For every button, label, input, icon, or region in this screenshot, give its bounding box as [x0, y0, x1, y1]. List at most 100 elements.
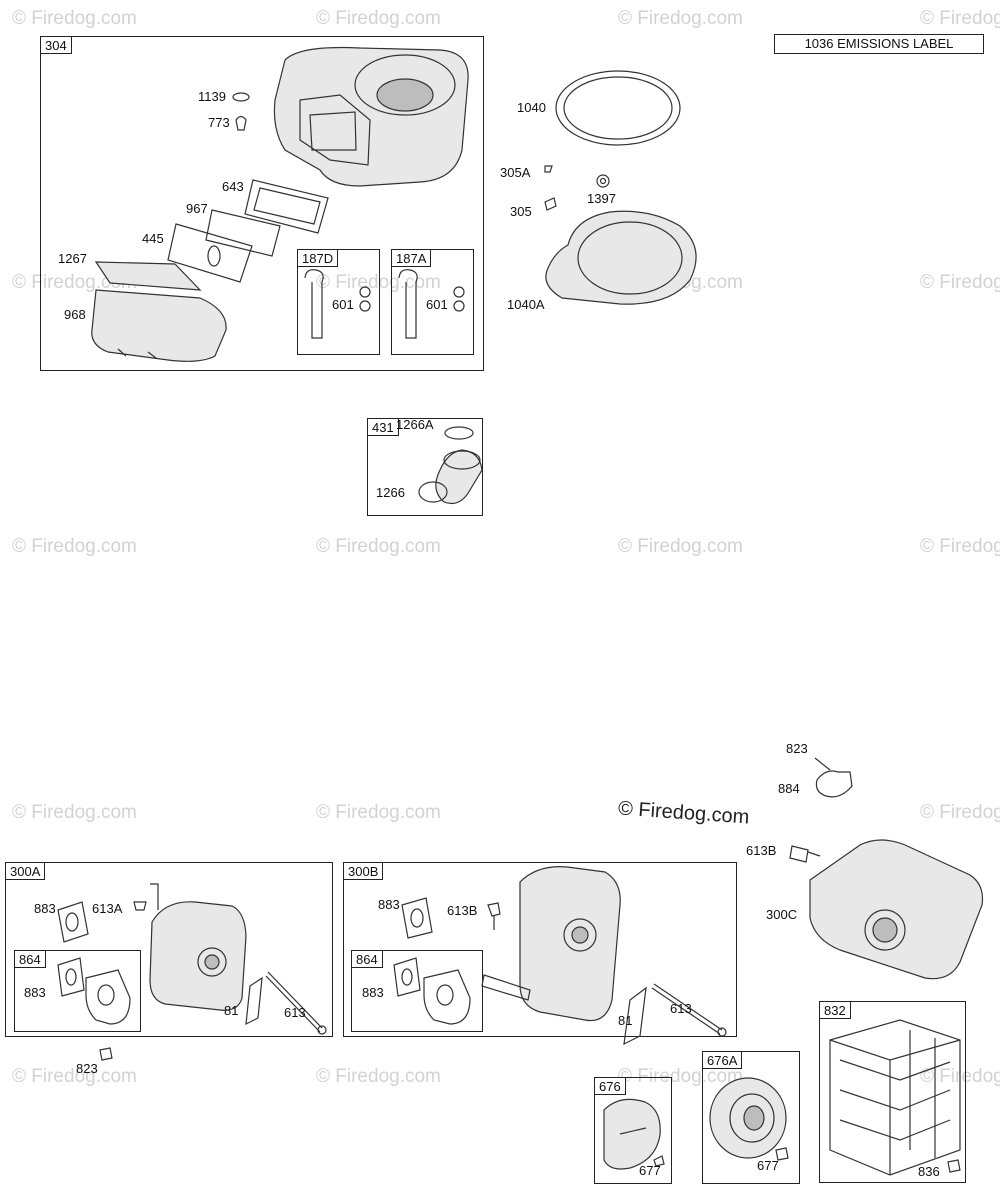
group-tag: 187D [297, 249, 339, 267]
part-677-screw-b [775, 1147, 789, 1161]
part-label: 823 [76, 1061, 98, 1076]
part-431-elbow [435, 449, 483, 505]
group-tag: 300A [5, 862, 46, 880]
part-label: 883 [24, 985, 46, 1000]
part-676A-cap [709, 1077, 787, 1159]
part-label: 81 [618, 1013, 633, 1028]
part-81-bracket-a [245, 976, 263, 1026]
group-tag: 864 [14, 950, 46, 968]
part-832-guard [829, 1019, 961, 1176]
part-label: 677 [757, 1158, 779, 1173]
group-431-box: 431 [367, 418, 483, 516]
part-label: 1397 [587, 191, 616, 206]
part-300B-muffler [481, 866, 621, 1022]
watermark: © Firedog.com [618, 536, 743, 557]
part-601-clamps-a [359, 286, 371, 312]
part-label: 883 [362, 985, 384, 1000]
group-864-box: 864 [14, 950, 141, 1032]
part-1266-gasket [418, 481, 448, 503]
group-tag: 676A [702, 1051, 743, 1069]
part-677-screw-a [653, 1155, 665, 1167]
part-label: 967 [186, 201, 208, 216]
group-tag: 187A [391, 249, 432, 267]
part-676-deflector [603, 1098, 661, 1170]
part-label: 300C [766, 907, 798, 922]
part-1397-gear [596, 174, 610, 188]
part-643-grille [244, 179, 329, 234]
watermark: © Firedog.com [920, 802, 1000, 823]
part-883-gasket-b [57, 957, 85, 997]
part-300C-muffler [809, 839, 984, 980]
watermark: © Firedog.com [618, 8, 743, 29]
group-676A-box: 676A [702, 1051, 800, 1184]
part-label: 601 [426, 297, 448, 312]
part-773-pin [235, 115, 247, 131]
part-613-bolt-b [651, 983, 727, 1037]
part-label: 445 [142, 231, 164, 246]
part-label: 823 [786, 741, 808, 756]
part-label: 883 [378, 897, 400, 912]
watermark: © Firedog.com [618, 1066, 743, 1087]
part-836-screw [947, 1159, 961, 1173]
part-884-clamp [815, 770, 853, 798]
part-864-flange-a [85, 969, 131, 1025]
group-tag: 832 [819, 1001, 851, 1019]
part-187D-tube [304, 269, 324, 339]
part-1266A-oring [444, 426, 474, 440]
part-label: 643 [222, 179, 244, 194]
group-676-box: 676 [594, 1077, 672, 1184]
part-1040-ring [555, 70, 681, 146]
part-823-bolt-b [99, 1047, 113, 1061]
part-613B-screw [487, 902, 501, 930]
part-label: 1040 [517, 100, 546, 115]
group-864-box: 864 [351, 950, 483, 1032]
part-445-screen [167, 223, 253, 283]
part-967-decal [205, 209, 281, 257]
part-label: 883 [34, 901, 56, 916]
part-label: 81 [224, 1003, 239, 1018]
part-label: 613 [284, 1005, 306, 1020]
part-label: 613A [92, 901, 123, 916]
watermark: © Firedog.com [12, 1066, 137, 1087]
part-601-clamps-b [453, 286, 465, 312]
part-label: 1139 [198, 89, 226, 104]
part-81-bracket-b [623, 986, 647, 1046]
watermark: © Firedog.com [920, 536, 1000, 557]
part-label: 1040A [507, 297, 545, 312]
part-1267-seal [94, 261, 202, 291]
watermark: © Firedog.com [12, 8, 137, 29]
part-613B-bolt [789, 845, 821, 863]
watermark: © Firedog.com [920, 272, 1000, 293]
group-300B-box: 300B [343, 862, 737, 1037]
part-label: 884 [778, 781, 800, 796]
part-305A-nut [544, 165, 553, 173]
watermark: © Firedog.com [316, 272, 441, 293]
part-label: 1267 [58, 251, 87, 266]
watermark: © Firedog.com [316, 1066, 441, 1087]
watermark: © Firedog.com [12, 802, 137, 823]
part-883-gasket-a [57, 901, 89, 943]
part-305-screw [544, 197, 557, 211]
group-tag: 864 [351, 950, 383, 968]
part-label: 613 [670, 1001, 692, 1016]
part-968-cover [91, 289, 227, 362]
group-tag: 431 [367, 418, 399, 436]
watermark: © Firedog.com [920, 8, 1000, 29]
group-187A-box: 187A [391, 249, 474, 355]
part-883-gasket-d [393, 957, 421, 997]
part-label: 773 [208, 115, 230, 130]
part-label: 968 [64, 307, 86, 322]
part-label: 1266 [376, 485, 405, 500]
watermark: © Firedog.com [316, 8, 441, 29]
part-883-gasket-c [401, 897, 433, 939]
part-300A-muffler [149, 883, 247, 1011]
part-613A-screw [133, 901, 147, 911]
emissions-label-box: 1036 EMISSIONS LABEL [774, 34, 984, 54]
group-300A-box: 300A [5, 862, 333, 1037]
part-label: 305 [510, 204, 532, 219]
part-label: 601 [332, 297, 354, 312]
part-label: 305A [500, 165, 531, 180]
group-187D-box: 187D [297, 249, 380, 355]
